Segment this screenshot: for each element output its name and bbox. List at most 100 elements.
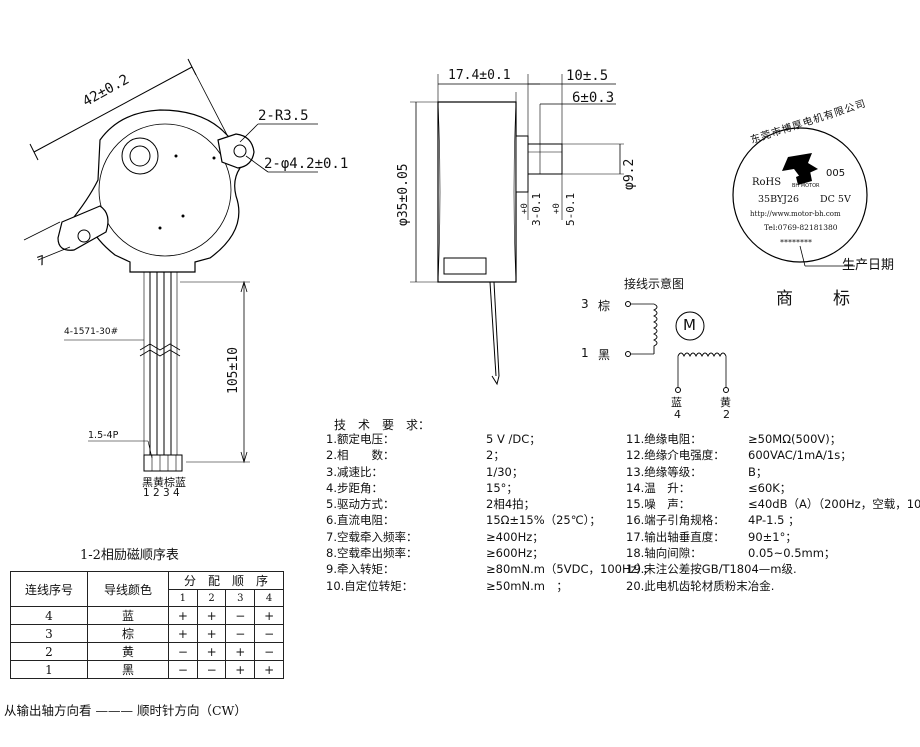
requirement-cell: 18.轴向间隙：	[626, 546, 702, 561]
requirement-cell: ≤40dB（A）（200Hz，空载，10cm）	[748, 497, 920, 512]
requirement-cell: 6.直流电阻：	[326, 513, 395, 528]
requirements-title: 技 术 要 求：	[334, 418, 431, 432]
row-value: −	[168, 660, 198, 679]
date-leader	[799, 245, 855, 267]
dim-flat: 6±0.3	[572, 90, 615, 106]
row-seq: 1	[10, 660, 88, 679]
wire-spec: 4-1571-30#	[64, 327, 119, 337]
front-view-drawing	[23, 58, 318, 472]
requirement-row: 8.空载牵出频率：≥600Hz；18.轴向间隙：0.05~0.5mm；	[326, 545, 920, 561]
sequence-table: 连线序号 导线颜色 分 配 顺 序 1 2 3 4 4 蓝 + + − + 3 …	[10, 571, 284, 679]
requirement-cell: 8.空载牵出频率：	[326, 546, 418, 561]
sequence-title: 1-2相励磁顺序表	[80, 548, 179, 563]
row-color: 蓝	[87, 606, 169, 625]
wiring-pin1-color: 黑	[598, 348, 611, 362]
side-view-drawing	[410, 74, 624, 386]
requirement-cell: ≥50mN.m ；	[486, 578, 568, 593]
row-value: +	[254, 660, 284, 679]
requirement-cell: 4P-1.5 ；	[748, 513, 800, 528]
requirement-cell: 9.牵入转矩：	[326, 562, 395, 577]
wiring-title: 接线示意图	[624, 277, 685, 291]
dim-holes: 2-φ4.2±0.1	[264, 156, 349, 172]
row-value: +	[254, 606, 284, 625]
dim-radius: 2-R3.5	[258, 108, 309, 124]
requirement-cell: 19.未注公差按GB/T1804—m级.	[626, 562, 797, 577]
label-brand: BH MOTOR	[792, 183, 820, 189]
requirement-cell: 16.端子引角规格：	[626, 513, 725, 528]
label-voltage: DC 5V	[820, 194, 851, 205]
rotation-direction: 从输出轴方向看 ——— 顺时针方向（CW）	[4, 703, 247, 718]
row-value: −	[254, 642, 284, 661]
requirement-cell: ≥80mN.m（5VDC，100Hz）；	[486, 562, 654, 577]
requirement-cell: 1/30；	[486, 464, 524, 479]
requirement-cell: 20.此电机齿轮材质粉末冶金.	[626, 578, 775, 593]
requirement-row: 7.空载牵入频率：≥400Hz；17.输出轴垂直度：90±1°；	[326, 529, 920, 545]
row-value: +	[196, 642, 227, 661]
requirement-cell: 5 V /DC；	[486, 432, 541, 446]
requirement-cell: ≥50MΩ(500V)；	[748, 432, 842, 446]
header-color: 导线颜色	[87, 571, 169, 607]
requirement-cell: 15°；	[486, 480, 518, 495]
requirement-cell: 2.相 数：	[326, 448, 395, 463]
step-2: 2	[196, 589, 227, 607]
wiring-motor-symbol: M	[683, 316, 696, 334]
label-model: 35BYJ26	[758, 194, 800, 205]
requirement-row: 1.额定电压： 5 V /DC； 11.绝缘电阻： ≥50MΩ(500V)；	[326, 431, 920, 447]
requirement-cell: 15Ω±15%（25℃）；	[486, 513, 601, 528]
dim-boss-a: 3-0.1	[530, 192, 543, 226]
requirement-cell: 5.驱动方式：	[326, 497, 395, 512]
row-color: 黑	[87, 660, 169, 679]
dim-boss-b-tol: +0	[552, 203, 562, 214]
requirement-row: 9.牵入转矩： ≥80mN.m（5VDC，100Hz）；19.未注公差按GB/T1…	[326, 561, 920, 577]
wiring-diagram	[625, 301, 729, 393]
row-value: −	[168, 642, 198, 661]
label-rohs: RoHS	[752, 177, 782, 188]
requirement-row: 5.驱动方式： 2相4拍； 15.噪 声： ≤40dB（A）（200Hz，空载，10c…	[326, 496, 920, 512]
table-row: 1 黑 − − + +	[10, 660, 284, 679]
trademark-label	[732, 127, 868, 263]
row-value: +	[196, 624, 227, 643]
requirement-cell: ≤60K；	[748, 480, 792, 495]
requirement-cell: 10.自定位转矩：	[326, 578, 414, 593]
requirement-cell: ≥400Hz；	[486, 529, 544, 544]
requirement-cell: 3.减速比：	[326, 464, 383, 479]
pitch-spec: 1.5-4P	[88, 430, 119, 441]
wiring-pin1: 1	[581, 346, 589, 360]
step-header-row: 1 2 3 4	[11, 589, 284, 607]
row-value: +	[168, 606, 198, 625]
requirement-cell: 14.温 升：	[626, 480, 691, 495]
dim-shaft-diameter: φ9.2	[622, 158, 637, 190]
requirement-cell: B；	[748, 464, 768, 479]
label-code: 005	[826, 168, 846, 179]
label-url: http://www.motor-bh.com	[750, 210, 841, 218]
requirements-list: 1.额定电压：5 V /DC；11.绝缘电阻：≥50MΩ(500V)；2.相 数…	[326, 431, 920, 594]
row-seq: 3	[10, 624, 88, 643]
step-4: 4	[254, 589, 284, 607]
step-3: 3	[225, 589, 256, 607]
wiring-blue: 蓝	[671, 396, 682, 409]
row-color: 棕	[87, 624, 169, 643]
requirement-cell: 1.额定电压：	[326, 432, 395, 446]
row-seq: 2	[10, 642, 88, 661]
row-value: +	[225, 642, 256, 661]
label-date-stars: ********	[780, 238, 812, 247]
table-row: 2 黄 − + + −	[10, 642, 284, 661]
row-color: 黄	[87, 642, 169, 661]
requirement-cell: 15.噪 声：	[626, 497, 691, 512]
requirement-cell: 11.绝缘电阻：	[626, 432, 702, 446]
requirement-row: 2.相 数：2；12.绝缘介电强度：600VAC/1mA/1s；	[326, 447, 920, 463]
row-value: +	[196, 606, 227, 625]
row-value: −	[225, 606, 256, 625]
row-value: −	[254, 624, 284, 643]
requirement-cell: 2相4拍；	[486, 497, 536, 512]
dim-body-diameter: φ35±0.05	[396, 163, 411, 226]
label-caption: 商 标	[776, 289, 852, 309]
table-row: 3 棕 + + − −	[10, 624, 284, 643]
dim-depth: 17.4±0.1	[448, 68, 511, 83]
dim-boss-b: 5-0.1	[564, 192, 577, 226]
pin-numbers: 1 2 3 4	[143, 487, 180, 499]
requirement-cell: 4.步距角：	[326, 480, 383, 495]
requirement-cell: 90±1°；	[748, 529, 797, 544]
requirement-cell: ≥600Hz；	[486, 546, 544, 561]
wiring-pin3-color: 棕	[598, 299, 611, 313]
